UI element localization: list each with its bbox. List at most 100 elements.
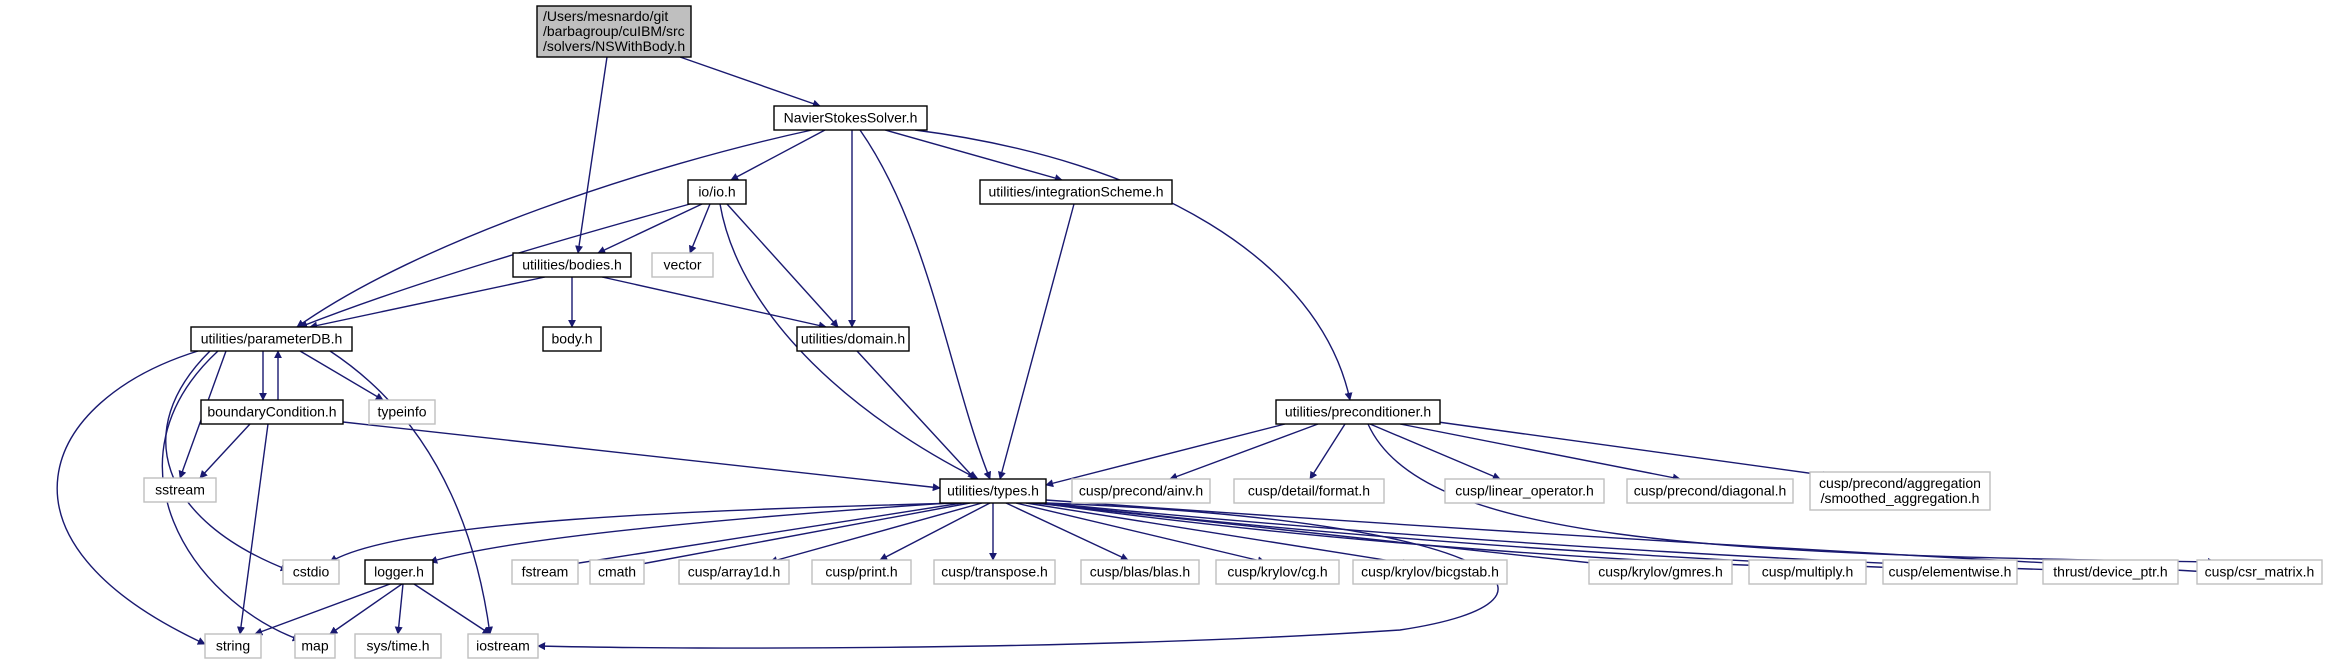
node-box-bodies xyxy=(512,252,632,278)
node-pdb[interactable]: utilities/parameterDB.h xyxy=(190,326,353,352)
node-box-multiply xyxy=(1748,559,1867,585)
edge-pdb-to-typeinfo xyxy=(299,350,384,401)
node-label-elementwise: cusp/elementwise.h xyxy=(1889,564,2012,580)
node-box-diagonal xyxy=(1626,478,1794,504)
node-box-smoothed xyxy=(1809,471,1991,511)
edge-types-to-cmath xyxy=(635,502,971,568)
node-box-sstream xyxy=(143,477,217,503)
edge-root-to-nss xyxy=(679,56,821,108)
node-nss[interactable]: NavierStokesSolver.h xyxy=(773,105,928,131)
node-integ[interactable]: utilities/integrationScheme.h xyxy=(979,179,1173,205)
node-body[interactable]: body.h xyxy=(542,326,602,352)
edge-types-to-print xyxy=(879,502,991,561)
node-multiply: cusp/multiply.h xyxy=(1748,559,1867,585)
node-label-body: body.h xyxy=(552,331,593,347)
edge-logger-to-systime xyxy=(394,583,404,635)
node-format: cusp/detail/format.h xyxy=(1233,478,1385,504)
edge-nss-to-io xyxy=(730,129,826,181)
node-label-csr: cusp/csr_matrix.h xyxy=(2205,564,2315,580)
node-box-bc xyxy=(200,399,344,425)
node-label-cstdio: cstdio xyxy=(293,564,330,580)
node-label-root: /barbagroup/cuIBM/src xyxy=(543,23,685,39)
edge-precond-to-diagonal xyxy=(1399,423,1681,482)
node-array1d: cusp/array1d.h xyxy=(678,559,790,585)
node-label-logger: logger.h xyxy=(374,564,424,580)
node-blas: cusp/blas/blas.h xyxy=(1080,559,1200,585)
edge-domain-to-types xyxy=(856,350,976,480)
node-box-logger xyxy=(364,559,434,585)
edge-root-to-bodies xyxy=(575,56,608,254)
edge-bc-to-sstream xyxy=(199,423,251,479)
node-box-cg xyxy=(1215,559,1340,585)
edge-types-to-array1d xyxy=(769,502,983,564)
node-box-array1d xyxy=(678,559,790,585)
node-label-pdb: utilities/parameterDB.h xyxy=(201,331,343,347)
node-label-vector: vector xyxy=(663,257,701,273)
edges xyxy=(56,56,2216,651)
edge-types-to-logger xyxy=(429,502,949,564)
edge-io-to-domain xyxy=(726,203,839,328)
edge-bodies-to-pdb xyxy=(309,276,546,330)
node-label-diagonal: cusp/precond/diagonal.h xyxy=(1634,483,1787,499)
edge-precond-to-ainv xyxy=(1169,423,1319,481)
edge-pdb-to-map xyxy=(161,350,301,642)
node-box-blas xyxy=(1080,559,1200,585)
node-box-vector xyxy=(651,252,714,278)
node-box-linop xyxy=(1444,478,1605,504)
node-box-integ xyxy=(979,179,1173,205)
node-domain[interactable]: utilities/domain.h xyxy=(796,326,910,352)
node-fstream: fstream xyxy=(511,559,579,585)
node-label-systime: sys/time.h xyxy=(366,638,429,654)
node-types[interactable]: utilities/types.h xyxy=(939,478,1047,504)
node-label-format: cusp/detail/format.h xyxy=(1248,483,1370,499)
node-box-format xyxy=(1233,478,1385,504)
edge-precond-to-types xyxy=(1045,423,1286,488)
node-box-elementwise xyxy=(1882,559,2018,585)
node-label-map: map xyxy=(301,638,328,654)
edge-integ-to-types xyxy=(998,203,1075,480)
edge-logger-to-map xyxy=(329,583,403,635)
node-root[interactable]: /Users/mesnardo/git/barbagroup/cuIBM/src… xyxy=(536,5,692,58)
edge-types-to-iostream xyxy=(537,502,1499,651)
node-label-smoothed: cusp/precond/aggregation xyxy=(1819,475,1981,491)
node-box-typeinfo xyxy=(368,399,436,425)
node-bc[interactable]: boundaryCondition.h xyxy=(200,399,344,425)
node-box-io xyxy=(687,179,747,205)
edge-precond-to-smoothed xyxy=(1437,421,1831,479)
node-label-root: /Users/mesnardo/git xyxy=(543,8,668,24)
node-iostream: iostream xyxy=(467,633,539,659)
node-label-string: string xyxy=(216,638,250,654)
node-label-array1d: cusp/array1d.h xyxy=(688,564,781,580)
node-box-csr xyxy=(2196,559,2323,585)
node-box-body xyxy=(542,326,602,352)
node-box-iostream xyxy=(467,633,539,659)
edge-io-to-vector xyxy=(689,203,711,254)
node-label-bodies: utilities/bodies.h xyxy=(522,257,622,273)
node-logger[interactable]: logger.h xyxy=(364,559,434,585)
node-label-cg: cusp/krylov/cg.h xyxy=(1227,564,1327,580)
node-label-print: cusp/print.h xyxy=(825,564,897,580)
node-box-map xyxy=(294,633,336,659)
edge-bc-to-string xyxy=(236,423,269,635)
node-vector: vector xyxy=(651,252,714,278)
edge-pdb-to-string xyxy=(56,350,206,645)
node-ainv: cusp/precond/ainv.h xyxy=(1071,478,1211,504)
node-label-fstream: fstream xyxy=(522,564,569,580)
edge-nss-to-precond xyxy=(914,129,1353,401)
node-box-cmath xyxy=(589,559,645,585)
node-label-linop: cusp/linear_operator.h xyxy=(1455,483,1594,499)
edge-types-to-cstdio xyxy=(329,502,961,563)
node-precond[interactable]: utilities/preconditioner.h xyxy=(1275,399,1441,425)
edge-io-to-bodies xyxy=(597,203,703,254)
node-label-sstream: sstream xyxy=(155,482,205,498)
node-bodies[interactable]: utilities/bodies.h xyxy=(512,252,632,278)
edge-types-to-cg xyxy=(1015,502,1266,565)
node-box-print xyxy=(811,559,912,585)
node-label-bc: boundaryCondition.h xyxy=(207,404,336,420)
edge-nss-to-types xyxy=(859,129,992,480)
node-label-iostream: iostream xyxy=(476,638,530,654)
node-io[interactable]: io/io.h xyxy=(687,179,747,205)
node-label-integ: utilities/integrationScheme.h xyxy=(988,184,1163,200)
node-bicgstab: cusp/krylov/bicgstab.h xyxy=(1352,559,1508,585)
